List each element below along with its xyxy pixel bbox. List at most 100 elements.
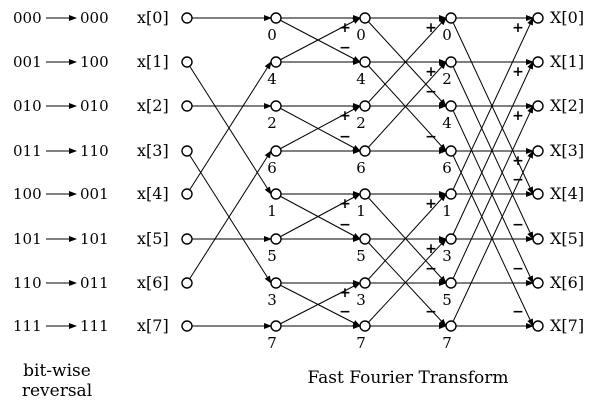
output-label-4: X[4] <box>550 184 584 203</box>
node-label-col2-row0: 0 <box>356 26 366 44</box>
sign-stage3-row1: + <box>512 64 524 80</box>
output-label-6: X[6] <box>550 273 584 292</box>
node-col4-row5 <box>532 233 544 245</box>
node-col0-row0 <box>181 12 193 24</box>
sign-stage1-row5: − <box>339 217 351 233</box>
node-col1-row0 <box>270 12 282 24</box>
node-col4-row3 <box>532 145 544 157</box>
node-label-col1-row3: 6 <box>267 159 277 177</box>
node-label-col1-row0: 0 <box>267 26 277 44</box>
bit-input-1: 001 <box>13 53 42 71</box>
node-label-col3-row2: 4 <box>442 114 452 132</box>
node-col0-row7 <box>181 320 193 332</box>
node-col0-row5 <box>181 233 193 245</box>
input-label-0: x[0] <box>137 8 169 27</box>
node-col4-row4 <box>532 188 544 200</box>
node-col3-row7 <box>445 320 457 332</box>
node-label-col3-row3: 6 <box>442 159 452 177</box>
node-label-col1-row7: 7 <box>267 334 277 352</box>
node-label-col3-row1: 2 <box>442 70 452 88</box>
node-col0-row3 <box>181 145 193 157</box>
node-label-col3-row6: 5 <box>442 291 452 309</box>
sign-stage3-row6: − <box>512 261 524 277</box>
node-col3-row6 <box>445 277 457 289</box>
node-col3-row5 <box>445 233 457 245</box>
stage1-cross-1 <box>275 17 361 63</box>
sign-stage2-row1: + <box>425 64 437 80</box>
node-col3-row0 <box>445 12 457 24</box>
sign-stage2-row5: + <box>425 241 437 257</box>
output-label-1: X[1] <box>550 52 584 71</box>
node-label-col2-row1: 4 <box>356 70 366 88</box>
sign-stage2-row7: − <box>425 304 437 320</box>
bit-input-7: 111 <box>13 317 42 335</box>
fft-nodes <box>181 12 544 332</box>
sign-stage3-row2: + <box>512 108 524 124</box>
sign-stage2-row3: − <box>425 129 437 145</box>
bit-output-3: 110 <box>80 142 109 160</box>
stage3-cross-5 <box>450 61 534 240</box>
node-label-col1-row4: 1 <box>267 202 277 220</box>
output-label-5: X[5] <box>550 229 584 248</box>
node-col3-row1 <box>445 56 457 68</box>
sign-stage3-row4: − <box>512 172 524 188</box>
node-col1-row1 <box>270 56 282 68</box>
bit-output-2: 010 <box>80 97 109 115</box>
input-label-6: x[6] <box>137 273 169 292</box>
node-col2-row6 <box>359 277 371 289</box>
node-col2-row1 <box>359 56 371 68</box>
bit-input-2: 010 <box>13 97 42 115</box>
node-col1-row4 <box>270 188 282 200</box>
bit-output-7: 111 <box>80 317 109 335</box>
bit-reversal-caption-line1: bit-wise <box>23 361 91 381</box>
node-label-col1-row1: 4 <box>267 70 277 88</box>
output-label-3: X[3] <box>550 141 584 160</box>
node-col4-row6 <box>532 277 544 289</box>
node-col1-row7 <box>270 320 282 332</box>
sign-stage1-row6: + <box>339 285 351 301</box>
node-label-col1-row5: 5 <box>267 247 277 265</box>
sign-stage3-row3: + <box>512 153 524 169</box>
sign-stage1-row2: + <box>339 108 351 124</box>
stage2-cross-2 <box>364 17 447 107</box>
node-label-col2-row2: 2 <box>356 114 366 132</box>
node-col2-row7 <box>359 320 371 332</box>
bit-input-5: 101 <box>13 230 42 248</box>
stage2-cross-7 <box>364 238 447 327</box>
bit-output-0: 000 <box>80 9 109 27</box>
node-col3-row4 <box>445 188 457 200</box>
node-label-col3-row7: 7 <box>442 334 452 352</box>
input-label-2: x[2] <box>137 96 169 115</box>
node-col4-row1 <box>532 56 544 68</box>
sign-stage3-row5: − <box>512 217 524 233</box>
bit-output-6: 011 <box>80 274 109 292</box>
node-label-col2-row6: 3 <box>356 291 366 309</box>
node-label-col2-row4: 1 <box>356 202 366 220</box>
node-col4-row7 <box>532 320 544 332</box>
node-col0-row6 <box>181 277 193 289</box>
node-col0-row1 <box>181 56 193 68</box>
node-col1-row5 <box>270 233 282 245</box>
node-label-col1-row2: 2 <box>267 114 277 132</box>
stage3-cross-6 <box>450 105 534 284</box>
fft-caption: Fast Fourier Transform <box>308 368 509 388</box>
node-label-col1-row6: 3 <box>267 291 277 309</box>
sign-stage1-row4: + <box>339 196 351 212</box>
node-col2-row2 <box>359 100 371 112</box>
input-label-5: x[5] <box>137 229 169 248</box>
bit-output-4: 001 <box>80 185 109 203</box>
sign-stage1-row0: + <box>339 20 351 36</box>
sign-stage1-row1: − <box>339 40 351 56</box>
sign-stage3-row7: − <box>512 304 524 320</box>
node-col1-row2 <box>270 100 282 112</box>
sign-stage1-row7: − <box>339 304 351 320</box>
input-label-3: x[3] <box>137 141 169 160</box>
stage1-cross-3 <box>275 105 361 152</box>
bit-input-4: 100 <box>13 185 42 203</box>
output-label-0: X[0] <box>550 8 584 27</box>
stage1-cross-5 <box>275 193 361 240</box>
bit-input-3: 011 <box>13 142 42 160</box>
stage2-cross-6 <box>364 193 447 284</box>
node-col1-row3 <box>270 145 282 157</box>
